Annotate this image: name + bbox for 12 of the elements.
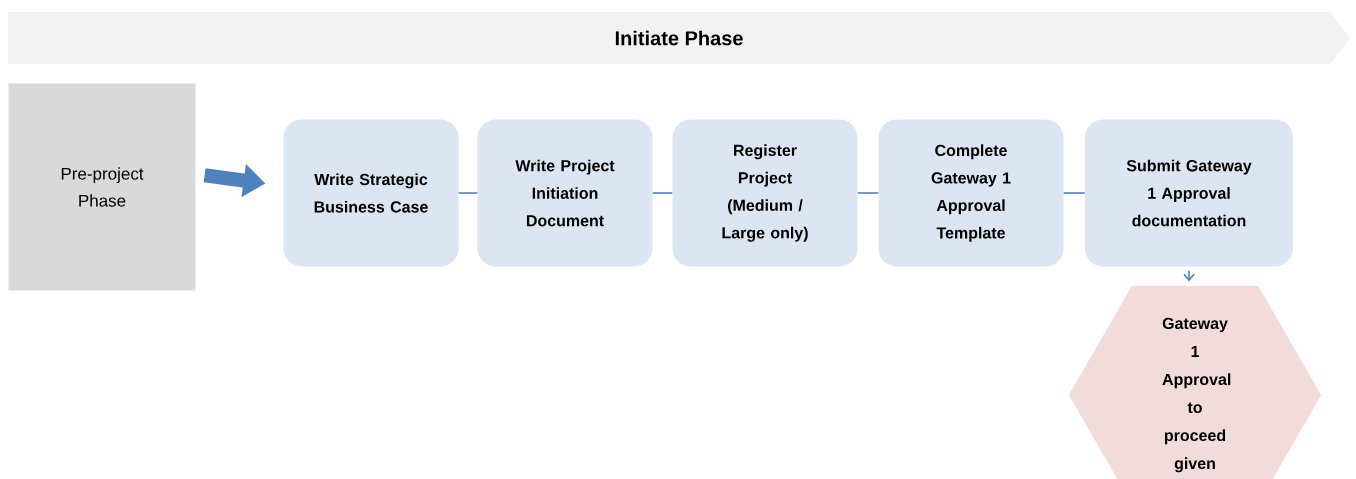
phase-banner: Initiate Phase <box>8 12 1350 64</box>
decision-hexagon: Gateway 1 Approval to proceed given <box>1068 285 1322 479</box>
connector-line <box>651 192 674 194</box>
connector-line <box>1062 192 1086 194</box>
process-box: Complete Gateway 1 Approval Template <box>878 119 1064 267</box>
process-box: Submit Gateway 1 Approval documentation <box>1085 119 1293 267</box>
process-box: Write Strategic Business Case <box>283 119 459 267</box>
process-box: Write Project Initiation Document <box>477 119 653 267</box>
connector-line <box>457 192 479 194</box>
phase-box: Pre-project Phase <box>8 83 196 291</box>
connector-line <box>856 192 880 194</box>
process-box: Register Project (Medium / Large only) <box>672 119 858 267</box>
